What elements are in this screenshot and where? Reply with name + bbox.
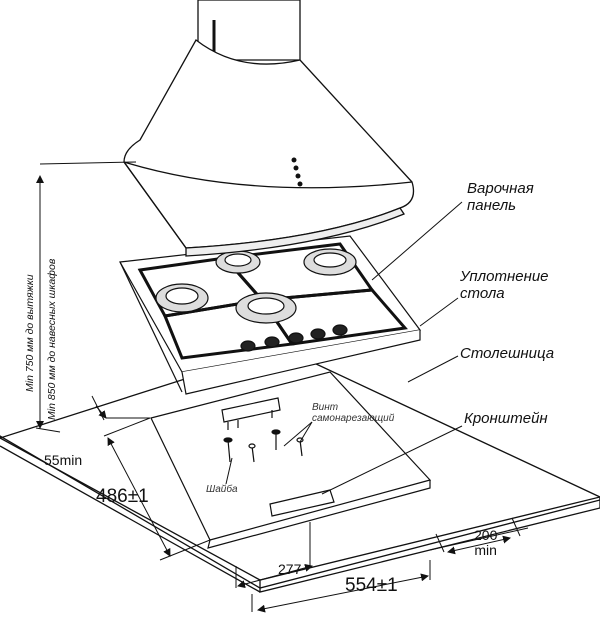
screw-label: Винт самонарезающий xyxy=(312,402,395,424)
seal-label: Уплотнение стола xyxy=(460,268,549,302)
hood-height-label-1: Min 750 мм до вытяжки xyxy=(24,274,36,392)
countertop-label: Столешница xyxy=(460,345,555,362)
bracket-label: Кронштейн xyxy=(464,410,548,427)
countertop-cutout xyxy=(150,371,432,549)
dimension-lines xyxy=(35,161,529,613)
washer-label: Шайба xyxy=(206,484,238,495)
burner xyxy=(155,283,209,313)
bracket-span-label: 277 xyxy=(278,561,302,577)
hood-height-label-2: Min 850 мм до навесных шкафов xyxy=(46,258,58,420)
control-knobs xyxy=(240,324,348,352)
callout-leaders xyxy=(225,201,463,495)
burner xyxy=(303,248,357,276)
bracket xyxy=(269,489,335,517)
range-hood xyxy=(123,0,415,257)
burner xyxy=(215,250,261,274)
cutout-depth-label: 486±1 xyxy=(96,486,149,507)
hood-control-buttons xyxy=(291,157,303,187)
burner xyxy=(235,292,297,324)
hob-label: Варочная панель xyxy=(467,180,534,214)
back-gap-label: 200 min xyxy=(474,527,498,558)
screws xyxy=(223,429,304,463)
cutout-width-label: 554±1 xyxy=(345,575,398,596)
bracket xyxy=(221,397,281,430)
edge-gap-label: 55min xyxy=(44,452,83,468)
countertop xyxy=(0,347,600,593)
hob xyxy=(119,235,422,395)
